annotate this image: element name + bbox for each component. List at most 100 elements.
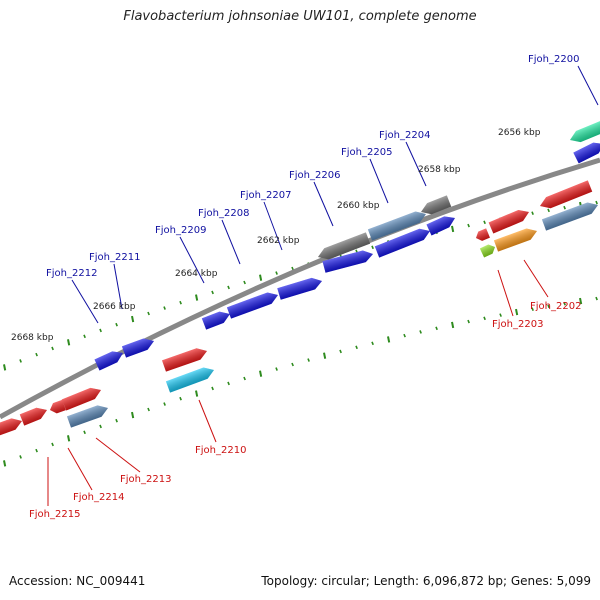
gene-arrow[interactable] (201, 308, 232, 330)
gene-arrow-shade (573, 142, 600, 164)
inner-ring-tick (547, 304, 550, 309)
gene-label-fjoh-2211-leader (113, 263, 123, 310)
gene-arrow[interactable] (121, 335, 156, 358)
gene-arrow-shade (476, 228, 490, 241)
gene-label-fjoh-2212[interactable]: Fjoh_2212 (46, 268, 97, 279)
gene-arrow[interactable] (374, 225, 432, 258)
gene-label-fjoh-2204[interactable]: Fjoh_2204 (379, 130, 430, 141)
gene-arrow[interactable] (541, 199, 600, 231)
outer-ring-tick (67, 339, 71, 346)
gene-arrow-shade (488, 209, 529, 234)
outer-ring-tick (291, 266, 294, 271)
map-title: Flavobacterium johnsoniae UW101, complet… (123, 9, 477, 24)
scale-label: 2658 kbp (418, 165, 461, 175)
gene-arrow[interactable] (538, 180, 593, 211)
gene-arrow[interactable] (61, 384, 104, 411)
gene-label-fjoh-2212-leader (71, 279, 99, 324)
gene-label-fjoh-2208[interactable]: Fjoh_2208 (198, 208, 249, 219)
inner-ring-tick (371, 341, 374, 346)
gene-arrow[interactable] (66, 402, 110, 428)
gene-label-fjoh-2207[interactable]: Fjoh_2207 (240, 190, 291, 201)
gene-arrow[interactable] (488, 206, 532, 234)
gene-arrow[interactable] (322, 248, 374, 273)
outer-ring-tick (195, 294, 199, 301)
gene-arrow[interactable] (94, 348, 125, 371)
inner-ring-tick (291, 362, 294, 367)
gene-label-fjoh-2209-leader (179, 236, 205, 284)
gene-arrow[interactable] (48, 399, 66, 415)
gene-arrow-shade (277, 277, 322, 300)
gene-label-fjoh-2206[interactable]: Fjoh_2206 (289, 170, 340, 181)
gene-arrow-shade (322, 250, 374, 273)
inner-ring-tick (387, 336, 391, 343)
scale-label: 2662 kbp (257, 236, 300, 246)
gene-arrow[interactable] (226, 289, 280, 319)
inner-ring-tick (99, 424, 102, 429)
gene-arrow-shade (61, 387, 102, 411)
inner-ring-tick (19, 455, 22, 459)
inner-ring-tick (227, 381, 230, 386)
gene-arrow[interactable] (426, 213, 457, 236)
genome-backbone (0, 157, 600, 420)
gene-label-fjoh-2205-leader (369, 158, 389, 204)
outer-ring-tick (35, 352, 38, 357)
gene-label-fjoh-2210-leader (198, 399, 217, 443)
gene-label-fjoh-2214[interactable]: Fjoh_2214 (73, 492, 124, 503)
inner-ring-tick (243, 376, 246, 381)
gene-label-fjoh-2209[interactable]: Fjoh_2209 (155, 225, 206, 236)
gene-label-fjoh-2203-leader (497, 269, 514, 317)
gene-arrow[interactable] (573, 139, 600, 164)
inner-ring-tick (51, 442, 54, 447)
inner-ring-tick (275, 367, 278, 371)
gene-arrow[interactable] (474, 228, 490, 242)
gene-label-fjoh-2210[interactable]: Fjoh_2210 (195, 445, 246, 456)
outer-ring-tick (531, 211, 534, 215)
inner-ring-tick (195, 390, 199, 397)
gene-label-fjoh-2200[interactable]: Fjoh_2200 (528, 54, 579, 65)
gene-arrow[interactable] (419, 195, 452, 217)
gene-label-fjoh-2213[interactable]: Fjoh_2213 (120, 474, 171, 485)
inner-ring-tick (579, 297, 583, 305)
gene-arrow[interactable] (493, 225, 539, 252)
inner-ring-tick (467, 319, 470, 324)
gene-arrow[interactable] (479, 242, 497, 258)
gene-arrow[interactable] (0, 415, 24, 437)
gene-arrow[interactable] (316, 232, 371, 262)
gene-label-fjoh-2211[interactable]: Fjoh_2211 (89, 252, 140, 263)
gene-arrow[interactable] (367, 208, 428, 241)
gene-arrow[interactable] (162, 345, 209, 372)
inner-ring-tick (451, 321, 455, 329)
scale-label: 2660 kbp (337, 201, 380, 211)
gene-arrow[interactable] (165, 364, 216, 393)
gene-arrow-shade (0, 418, 23, 437)
gene-label-fjoh-2213-leader (95, 437, 141, 473)
inner-ring-tick (211, 386, 214, 391)
outer-ring-tick (275, 271, 278, 275)
gene-label-fjoh-2205[interactable]: Fjoh_2205 (341, 147, 392, 158)
gene-arrow[interactable] (19, 404, 49, 426)
inner-ring-tick (531, 307, 534, 311)
gene-label-fjoh-2202-leader (523, 259, 549, 298)
gene-arrow-shade (94, 351, 124, 371)
scale-label: 2666 kbp (93, 302, 136, 312)
inner-ring-tick (259, 370, 263, 377)
gene-arrow-shade (66, 405, 109, 428)
outer-ring-tick (259, 274, 263, 281)
outer-ring-tick (211, 290, 214, 295)
gene-arrow-shade (226, 292, 279, 319)
gene-arrow-shade (479, 244, 496, 258)
outer-ring-tick (483, 220, 486, 225)
inner-ring-tick (67, 435, 71, 442)
gene-arrow[interactable] (568, 120, 600, 145)
inner-ring-tick (115, 418, 118, 423)
outer-ring-tick (371, 245, 374, 250)
gene-arrow-shade (50, 399, 66, 414)
gene-label-fjoh-2202[interactable]: Fjoh_2202 (530, 301, 581, 312)
gene-label-fjoh-2215[interactable]: Fjoh_2215 (29, 509, 80, 520)
outer-ring-tick (51, 346, 54, 351)
gene-label-fjoh-2203[interactable]: Fjoh_2203 (492, 319, 543, 330)
outer-ring-tick (3, 364, 7, 371)
inner-ring-tick (339, 349, 342, 354)
gene-arrow[interactable] (277, 275, 323, 300)
